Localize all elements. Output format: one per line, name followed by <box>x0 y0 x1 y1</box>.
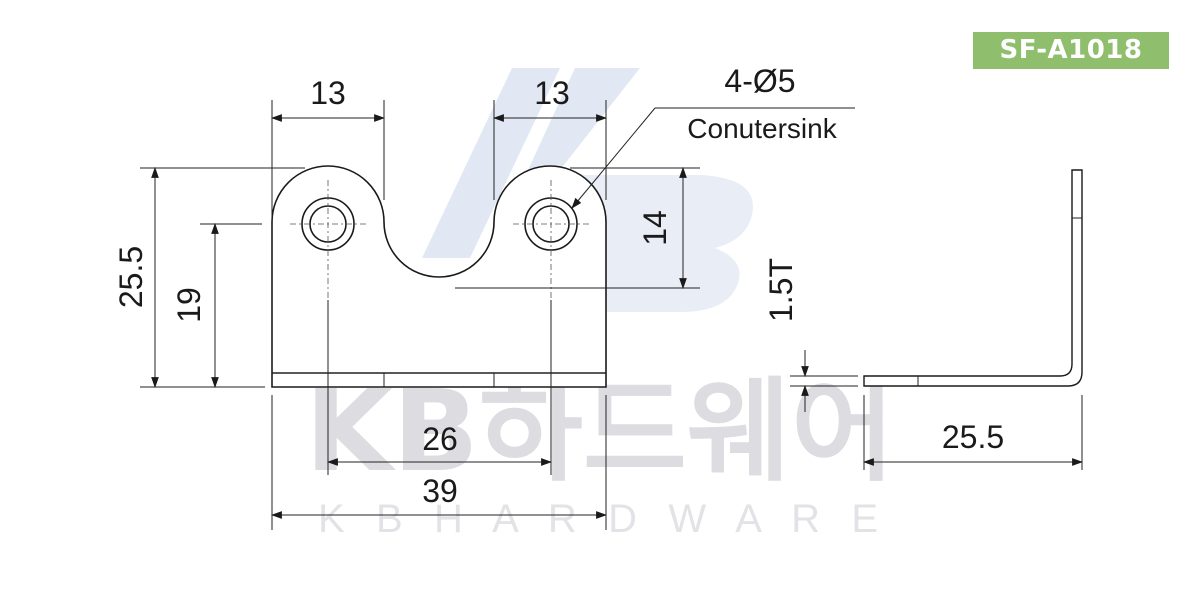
dim-hole-height: 19 <box>171 287 207 323</box>
bracket-front-outline <box>271 165 607 388</box>
dim-left-tab-width: 13 <box>310 75 346 111</box>
model-number-badge: SF-A1018 <box>973 32 1169 69</box>
watermark-brand-english: K B H A R D W A R E <box>318 497 878 541</box>
dim-right-tab-width: 13 <box>534 75 570 111</box>
watermark-brand-korean: KB하드웨어 <box>305 367 895 497</box>
callout-note: Conutersink <box>687 113 837 144</box>
dim-hole-spacing: 26 <box>422 421 458 457</box>
bracket-side-outline <box>863 169 1083 387</box>
callout-hole-count: 4-Ø5 <box>724 63 795 99</box>
dim-thickness: 1.5T <box>763 258 799 322</box>
dim-slot-depth: 14 <box>637 210 673 246</box>
dim-overall-height: 25.5 <box>113 246 149 308</box>
dim-flange-length: 25.5 <box>942 419 1004 455</box>
dim-overall-width: 39 <box>422 473 458 509</box>
